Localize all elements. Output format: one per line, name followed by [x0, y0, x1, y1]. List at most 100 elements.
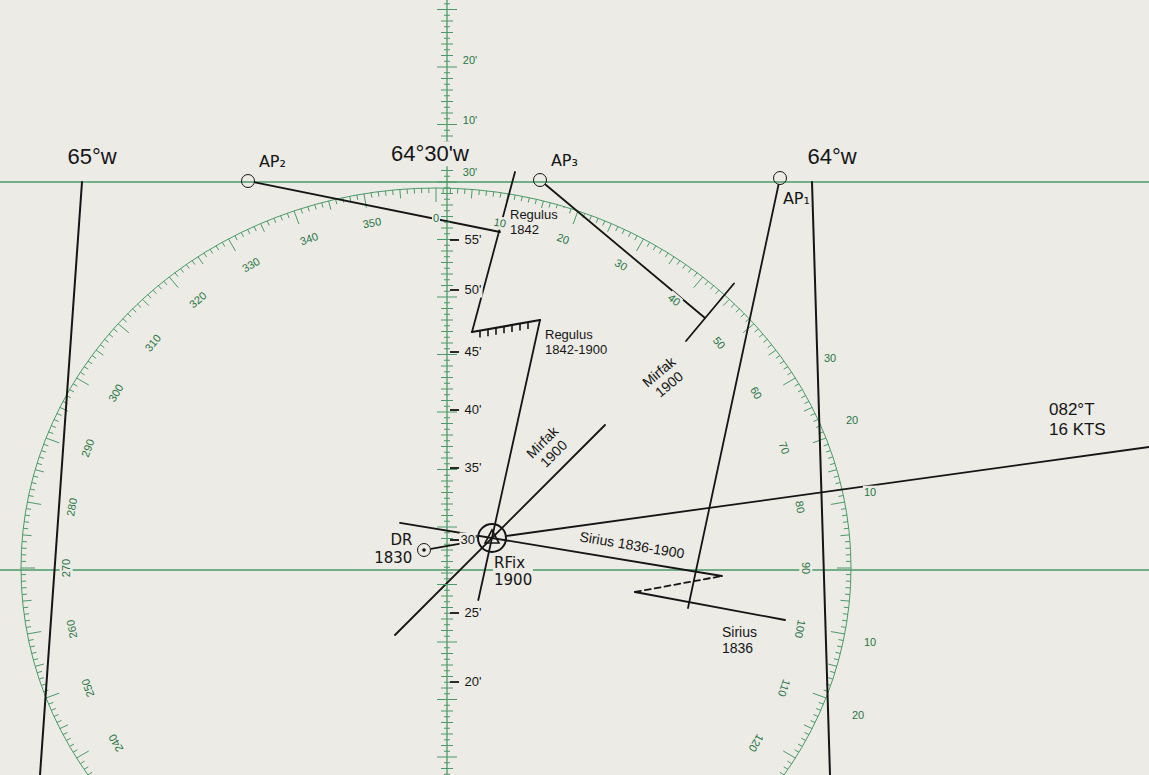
rose-tick — [846, 574, 851, 575]
minute-tick — [444, 739, 450, 740]
minute-tick — [444, 15, 450, 16]
rose-tick — [216, 246, 219, 250]
minute-tick — [444, 210, 450, 211]
rose-tick — [26, 626, 31, 628]
minute-tick — [444, 486, 450, 487]
rose-tick — [407, 189, 408, 194]
rose-tick — [831, 632, 845, 634]
rose-tick — [23, 528, 28, 530]
parallel-line — [0, 569, 1149, 570]
point-label: DR 1830 — [371, 532, 413, 567]
rose-tick — [830, 463, 835, 464]
minute-tick — [441, 596, 453, 597]
rose-tick — [842, 620, 847, 622]
course-line — [507, 447, 1149, 536]
minute-tick — [444, 187, 450, 188]
azimuth-line — [688, 185, 779, 608]
rose-tick — [60, 725, 68, 729]
rose-tick — [846, 561, 851, 562]
rose-tick — [329, 201, 331, 210]
minute-dash — [450, 289, 459, 291]
rose-tick — [164, 281, 167, 285]
minute-tick — [441, 688, 453, 689]
scale-label: 20' — [462, 54, 478, 67]
rose-tick — [22, 594, 27, 595]
rose-tick — [528, 198, 529, 203]
rose-tick — [350, 196, 351, 201]
minute-dash — [450, 351, 459, 353]
rose-tick — [824, 444, 829, 446]
line-of-position — [395, 425, 605, 635]
minute-tick — [444, 670, 450, 671]
hatch-mark — [479, 331, 481, 338]
latitude-mark: 30 — [823, 352, 837, 365]
rose-tick — [763, 339, 767, 342]
rose-tick — [841, 626, 846, 628]
rose-tick — [769, 350, 776, 355]
bearing-number: 60 — [747, 384, 765, 403]
rose-tick — [128, 314, 132, 317]
bearing-number: 250 — [79, 676, 98, 699]
rose-tick — [294, 211, 299, 224]
minute-tick — [437, 527, 457, 528]
rose-tick — [805, 401, 809, 403]
rose-tick — [148, 295, 151, 299]
minute-tick — [441, 44, 453, 45]
bearing-number: 240 — [105, 731, 126, 755]
minute-tick — [441, 343, 453, 344]
minute-tick — [444, 509, 450, 510]
lop-label: Mirfak 1900 — [633, 348, 695, 407]
hatch-marks — [480, 322, 528, 337]
rose-tick — [819, 702, 824, 704]
rose-tick — [378, 192, 380, 197]
latitude-mark: 10 — [863, 486, 877, 499]
minute-tick — [444, 245, 450, 246]
bearing-number: 340 — [298, 230, 321, 249]
minute-tick — [444, 337, 450, 338]
rose-tick — [23, 607, 28, 609]
rose-tick — [281, 216, 283, 221]
rose-tick — [22, 548, 27, 549]
minute-tick — [444, 95, 450, 96]
rose-tick — [22, 587, 27, 588]
lop-label: Sirius 1836-1900 — [577, 528, 686, 561]
hatch-mark — [527, 322, 529, 329]
rose-tick — [622, 229, 624, 233]
minute-tick — [444, 578, 450, 579]
minute-tick — [441, 492, 453, 493]
minute-tick — [444, 636, 450, 637]
minute-tick — [441, 423, 453, 424]
rose-tick — [838, 495, 843, 497]
rose-ring — [21, 188, 851, 775]
minute-tick — [437, 584, 457, 585]
bearing-number: 110 — [774, 676, 793, 699]
rose-tick — [70, 744, 74, 746]
rose-tick — [647, 242, 650, 246]
minute-tick — [444, 38, 450, 39]
rose-tick — [204, 253, 207, 257]
rose-tick — [267, 221, 269, 226]
rose-tick — [51, 426, 56, 428]
rose-tick — [723, 299, 729, 305]
minute-tick — [444, 647, 450, 648]
hatch-mark — [519, 324, 521, 331]
minute-tick — [444, 233, 450, 234]
point-label: RFix 1900 — [493, 555, 533, 590]
rose-tick — [22, 541, 27, 542]
rose-tick — [132, 309, 136, 312]
rose-tick — [828, 470, 837, 472]
minute-tick — [441, 55, 453, 56]
minute-tick — [441, 561, 453, 562]
bearing-number: 290 — [79, 437, 98, 460]
rose-tick — [616, 226, 618, 230]
rose-tick — [385, 191, 387, 196]
rose-tick — [843, 521, 848, 523]
rose-tick — [73, 750, 77, 752]
minute-tick — [444, 440, 450, 441]
rose-tick — [500, 193, 502, 198]
minute-tick — [444, 429, 450, 430]
rose-tick — [845, 548, 850, 549]
rose-tick — [39, 457, 44, 458]
